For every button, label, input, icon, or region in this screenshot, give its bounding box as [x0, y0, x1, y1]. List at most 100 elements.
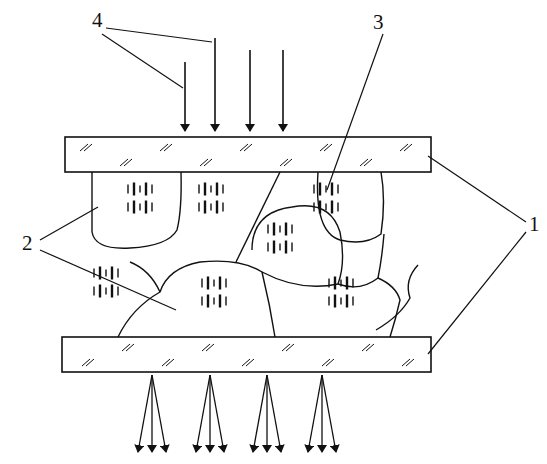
- stroke: [151, 375, 152, 452]
- glass-plate: [62, 337, 431, 372]
- stroke: [334, 295, 336, 308]
- callout-number: 2: [22, 233, 33, 254]
- stroke: [331, 201, 333, 214]
- stroke: [337, 203, 338, 212]
- stroke: [151, 203, 152, 212]
- stroke: [198, 185, 199, 194]
- incident-light: [185, 38, 283, 131]
- stroke: [319, 183, 321, 196]
- stroke: [322, 375, 336, 452]
- stroke: [196, 375, 210, 452]
- stroke: [319, 201, 321, 214]
- stroke: [84, 144, 92, 151]
- stroke: [313, 185, 314, 194]
- stroke: [267, 225, 268, 234]
- callout-number: 4: [92, 10, 103, 31]
- stroke: [204, 159, 212, 166]
- stroke: [242, 359, 250, 366]
- stroke: [366, 344, 374, 351]
- stroke: [201, 297, 202, 306]
- stroke: [86, 359, 94, 366]
- stroke: [200, 159, 208, 166]
- stroke: [111, 285, 113, 298]
- stroke: [219, 277, 221, 290]
- stroke: [127, 203, 128, 212]
- stroke: [352, 279, 353, 288]
- stroke: [206, 344, 214, 351]
- stroke: [138, 375, 152, 452]
- stroke: [133, 201, 135, 214]
- stroke: [209, 375, 210, 452]
- stroke: [213, 280, 214, 287]
- stroke: [285, 241, 287, 254]
- leader-line: [40, 28, 526, 354]
- stroke: [402, 359, 410, 366]
- stroke: [362, 344, 370, 351]
- stroke: [126, 344, 134, 351]
- stroke: [152, 375, 166, 452]
- stroke: [253, 375, 267, 452]
- callout-number: 3: [373, 12, 384, 33]
- stroke: [160, 144, 168, 151]
- stroke: [328, 297, 329, 306]
- stroke: [111, 267, 113, 280]
- stroke: [117, 269, 118, 278]
- stroke: [166, 359, 174, 366]
- stroke: [204, 183, 206, 196]
- stroke: [225, 297, 226, 306]
- stroke: [325, 186, 326, 193]
- stroke: [204, 201, 206, 214]
- callout-number: 1: [529, 214, 540, 235]
- stroke: [346, 295, 348, 308]
- stroke: [406, 359, 414, 366]
- stroke: [117, 287, 118, 296]
- stroke: [124, 159, 132, 166]
- stroke: [320, 144, 328, 151]
- stroke: [210, 204, 211, 211]
- stroke: [210, 186, 211, 193]
- stroke: [322, 359, 330, 366]
- stroke: [222, 203, 223, 212]
- stroke: [216, 201, 218, 214]
- stroke: [244, 144, 252, 151]
- stroke: [216, 183, 218, 196]
- stroke: [352, 297, 353, 306]
- stroke: [162, 359, 170, 366]
- stroke: [219, 295, 221, 308]
- stroke: [346, 277, 348, 290]
- stroke: [151, 185, 152, 194]
- stroke: [326, 359, 334, 366]
- stroke: [364, 159, 372, 166]
- stroke: [273, 241, 275, 254]
- stroke: [285, 223, 287, 236]
- stroke: [207, 295, 209, 308]
- stroke: [133, 183, 135, 196]
- stroke: [337, 185, 338, 194]
- stroke: [404, 144, 412, 151]
- stroke: [210, 375, 224, 452]
- stroke: [105, 288, 106, 295]
- glass-plate: [65, 137, 431, 172]
- stroke: [139, 204, 140, 211]
- stroke: [324, 144, 332, 151]
- stroke: [225, 279, 226, 288]
- stroke: [286, 344, 294, 351]
- stroke: [139, 186, 140, 193]
- stroke: [280, 159, 288, 166]
- stroke: [308, 375, 322, 452]
- stroke: [331, 183, 333, 196]
- stroke: [240, 144, 248, 151]
- stroke: [145, 201, 147, 214]
- stroke: [282, 344, 290, 351]
- repeated-strokes: [80, 144, 414, 452]
- stroke: [267, 375, 281, 452]
- stroke: [279, 244, 280, 251]
- stroke: [334, 277, 336, 290]
- stroke: [164, 144, 172, 151]
- stroke: [340, 280, 341, 287]
- stroke: [105, 270, 106, 277]
- stroke: [400, 144, 408, 151]
- stroke: [82, 359, 90, 366]
- grain-boundary: [92, 172, 418, 337]
